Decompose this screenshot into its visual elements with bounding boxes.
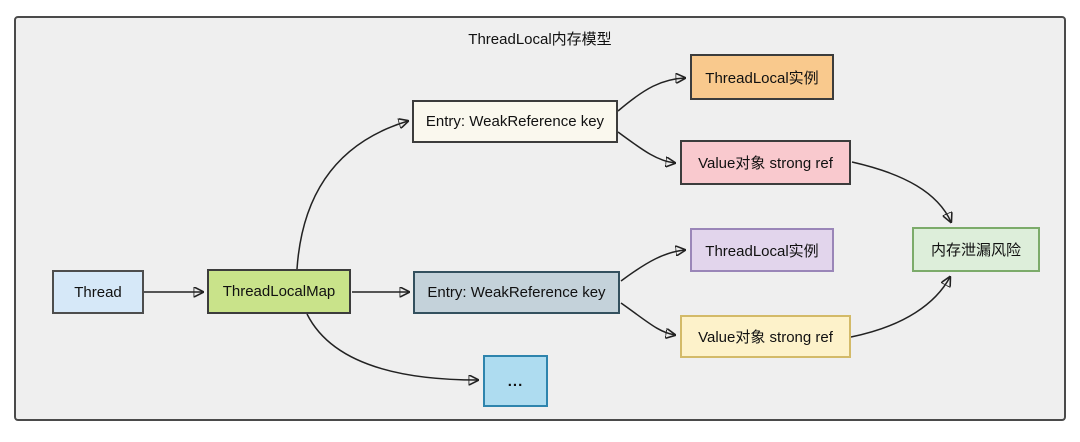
node-entry-middle-label: Entry: WeakReference key <box>427 284 606 301</box>
node-threadlocal-instance-1-label: ThreadLocal实例 <box>705 69 819 87</box>
node-value-strong-ref-2: Value对象 strong ref <box>680 315 851 358</box>
node-threadlocal-instance-2-label: ThreadLocal实例 <box>705 242 819 260</box>
node-entry-middle: Entry: WeakReference key <box>413 271 620 314</box>
node-thread: Thread <box>52 270 144 314</box>
diagram-title: ThreadLocal内存模型 <box>468 31 612 48</box>
node-threadlocal-instance-1: ThreadLocal实例 <box>690 54 834 100</box>
node-threadlocal-instance-2: ThreadLocal实例 <box>690 228 834 272</box>
node-threadlocalmap: ThreadLocalMap <box>207 269 351 314</box>
node-entry-top: Entry: WeakReference key <box>412 100 618 143</box>
node-memory-leak-risk-label: 内存泄漏风险 <box>930 242 1021 259</box>
node-more-entries: ... <box>483 355 548 407</box>
node-value-strong-ref-1: Value对象 strong ref <box>680 140 851 185</box>
node-value-strong-ref-1-label: Value对象 strong ref <box>698 155 833 172</box>
node-more-entries-label: ... <box>507 372 524 390</box>
node-entry-top-label: Entry: WeakReference key <box>425 113 605 130</box>
node-value-strong-ref-2-label: Value对象 strong ref <box>698 329 833 346</box>
node-threadlocalmap-label: ThreadLocalMap <box>222 283 336 300</box>
node-thread-label: Thread <box>74 283 122 301</box>
node-memory-leak-risk: 内存泄漏风险 <box>912 227 1040 272</box>
